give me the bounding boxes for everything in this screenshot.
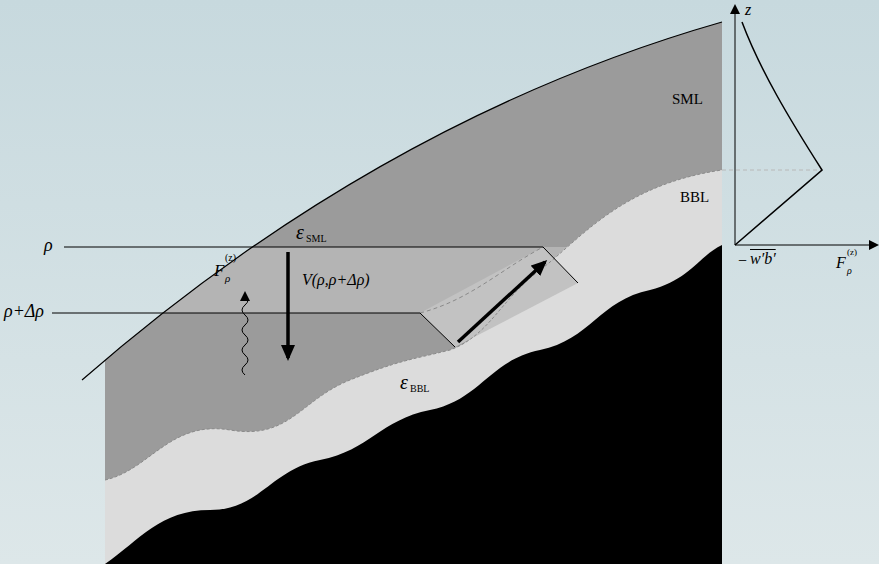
label: SML — [672, 92, 703, 107]
label: ρ — [225, 273, 230, 284]
z-axis — [735, 6, 736, 245]
isopycnal — [64, 247, 543, 248]
label: F — [214, 262, 224, 279]
label: ρ — [44, 236, 53, 254]
label: BBL — [680, 190, 709, 205]
label: ρ — [847, 266, 852, 276]
isopycnal — [52, 313, 420, 314]
sml-arrow — [286, 252, 290, 358]
label: V(ρ,ρ+Δρ) — [302, 272, 370, 288]
sea-surface — [82, 22, 722, 380]
seafloor — [105, 245, 722, 564]
bbl-band — [420, 247, 578, 347]
bbl-arrow — [458, 262, 545, 342]
label: BBL — [410, 384, 429, 394]
label: SML — [306, 234, 327, 244]
guide-line — [722, 170, 822, 171]
label: (z) — [225, 253, 236, 263]
wavy-flux-arrow — [242, 293, 248, 375]
label: ε — [296, 222, 304, 242]
label: ε — [400, 372, 408, 392]
label: w′b′ — [750, 251, 776, 267]
bottom-layer — [105, 170, 722, 564]
label: − — [738, 253, 747, 269]
label: z — [745, 2, 751, 18]
isopycnal — [420, 313, 455, 347]
mixed-layer — [105, 0, 722, 564]
label: F — [836, 255, 846, 271]
label: (z) — [847, 248, 857, 257]
flux-profile — [735, 22, 822, 245]
isopycnal — [543, 247, 578, 283]
flux-axis — [735, 245, 877, 246]
label: ρ+Δρ — [4, 302, 44, 320]
